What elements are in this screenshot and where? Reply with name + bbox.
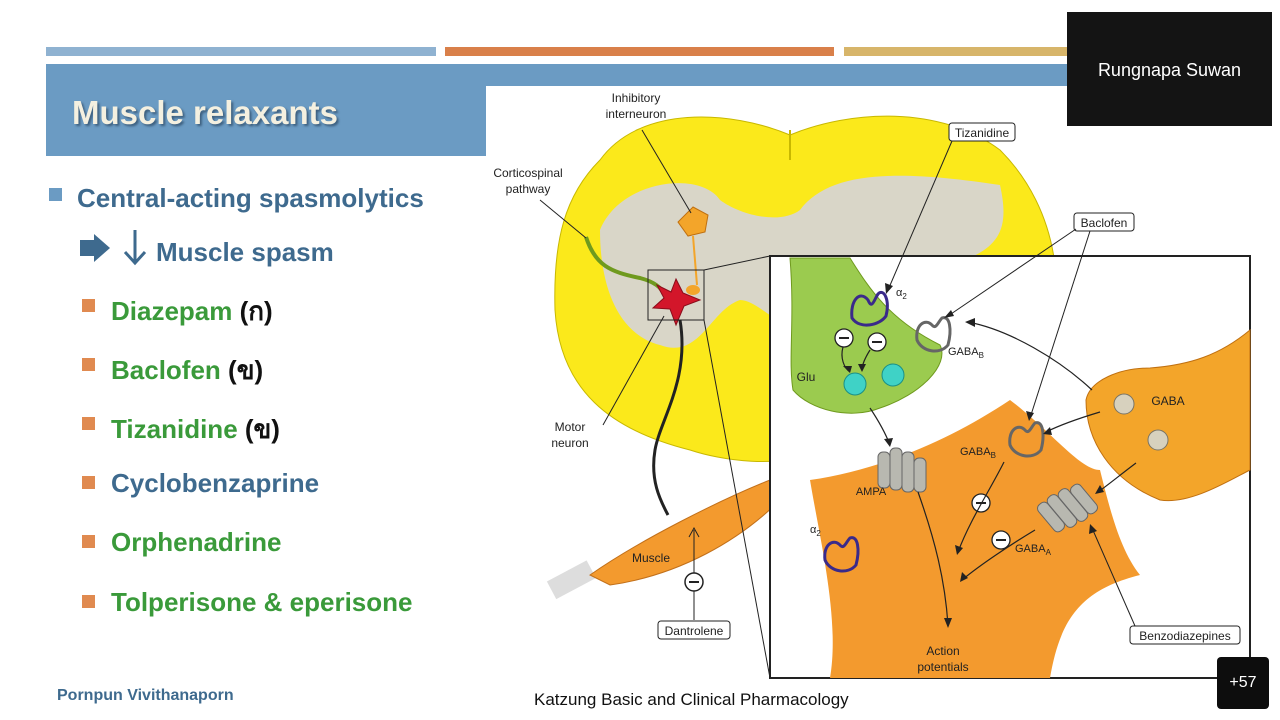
accent-bar-blue <box>46 47 436 56</box>
drug-item: Tolperisone & eperisone <box>111 587 412 618</box>
label-benzodiazepines: Benzodiazepines <box>1139 629 1230 643</box>
down-arrow-icon <box>123 230 147 266</box>
drug-item: Baclofen (ข) <box>111 350 263 391</box>
drug-bullet-square <box>82 417 95 430</box>
drug-name: Tolperisone & eperisone <box>111 587 413 617</box>
drug-bullet-square <box>82 358 95 371</box>
drug-name: Orphenadrine <box>111 527 282 557</box>
author-name: Pornpun Vivithanaporn <box>57 687 234 704</box>
drug-item: Tizanidine (ข) <box>111 409 280 450</box>
drug-class-marker: (ข) <box>220 355 264 385</box>
label-corticospinal-2: pathway <box>506 182 551 196</box>
title-band <box>46 64 486 156</box>
label-glu: Glu <box>797 370 816 384</box>
svg-text:GABAB: GABAB <box>960 446 996 460</box>
svg-text:GABAA: GABAA <box>1015 543 1052 557</box>
gaba-b-receptor-postsynaptic <box>1008 421 1045 458</box>
drug-bullet-square <box>82 299 95 312</box>
label-corticospinal-1: Corticospinal <box>493 166 562 180</box>
slide-title: Muscle relaxants <box>72 94 338 131</box>
more-participants-button[interactable]: +57 <box>1217 657 1269 709</box>
drug-name: Baclofen <box>111 355 221 385</box>
alpha2-receptor-postsynaptic <box>823 536 860 573</box>
label-motor-1: Motor <box>555 420 586 434</box>
right-arrow-icon <box>80 234 110 262</box>
accent-bar-gold <box>844 47 1074 56</box>
svg-text:GABAB: GABAB <box>948 346 984 360</box>
gaba-a-receptor <box>1037 483 1098 533</box>
svg-text:α2: α2 <box>810 524 821 538</box>
presenter-name: Rungnapa Suwan <box>1097 60 1242 80</box>
label-inhibitory-1: Inhibitory <box>612 91 661 105</box>
main-bullet-square <box>49 188 62 201</box>
drug-name: Tizanidine <box>111 414 238 444</box>
ampa-receptor <box>877 447 927 493</box>
drug-class-marker: (ข) <box>237 414 280 444</box>
drug-item: Cyclobenzaprine <box>111 468 319 499</box>
drug-bullet-square <box>82 535 95 548</box>
drug-item: Diazepam (ก) <box>111 291 273 332</box>
alpha2-receptor-presynaptic <box>850 291 889 327</box>
drug-name: Diazepam <box>111 296 233 326</box>
effect-text: Muscle spasm <box>156 237 334 267</box>
figure-caption: Katzung Basic and Clinical Pharmacology <box>534 690 849 709</box>
label-ampa: AMPA <box>856 486 887 498</box>
label-muscle: Muscle <box>632 551 670 565</box>
muscle <box>546 479 781 600</box>
effect-arrows <box>80 230 147 266</box>
label-baclofen: Baclofen <box>1081 216 1128 230</box>
drug-bullet-square <box>82 476 95 489</box>
label-action-2: potentials <box>917 660 968 674</box>
spasmolytic-mechanism-diagram: Inhibitory interneuron Corticospinal pat… <box>493 91 1251 679</box>
drug-item: Orphenadrine <box>111 527 281 558</box>
main-bullet-text: Central-acting spasmolytics <box>77 183 424 213</box>
drug-class-marker: (ก) <box>232 296 273 326</box>
inhibitory-interneuron <box>677 206 709 295</box>
label-inhibitory-2: interneuron <box>606 107 667 121</box>
drug-bullet-square <box>82 595 95 608</box>
label-gaba: GABA <box>1151 394 1184 408</box>
label-dantrolene: Dantrolene <box>665 624 724 638</box>
presenter-tile[interactable] <box>1067 12 1272 126</box>
accent-bar-orange <box>445 47 834 56</box>
title-band-extension <box>486 64 1086 86</box>
svg-text:α2: α2 <box>896 287 907 301</box>
drug-name: Cyclobenzaprine <box>111 468 320 498</box>
label-action-1: Action <box>926 644 959 658</box>
label-motor-2: neuron <box>551 436 588 450</box>
label-tizanidine: Tizanidine <box>955 126 1010 140</box>
gaba-b-receptor-presynaptic <box>915 316 952 353</box>
